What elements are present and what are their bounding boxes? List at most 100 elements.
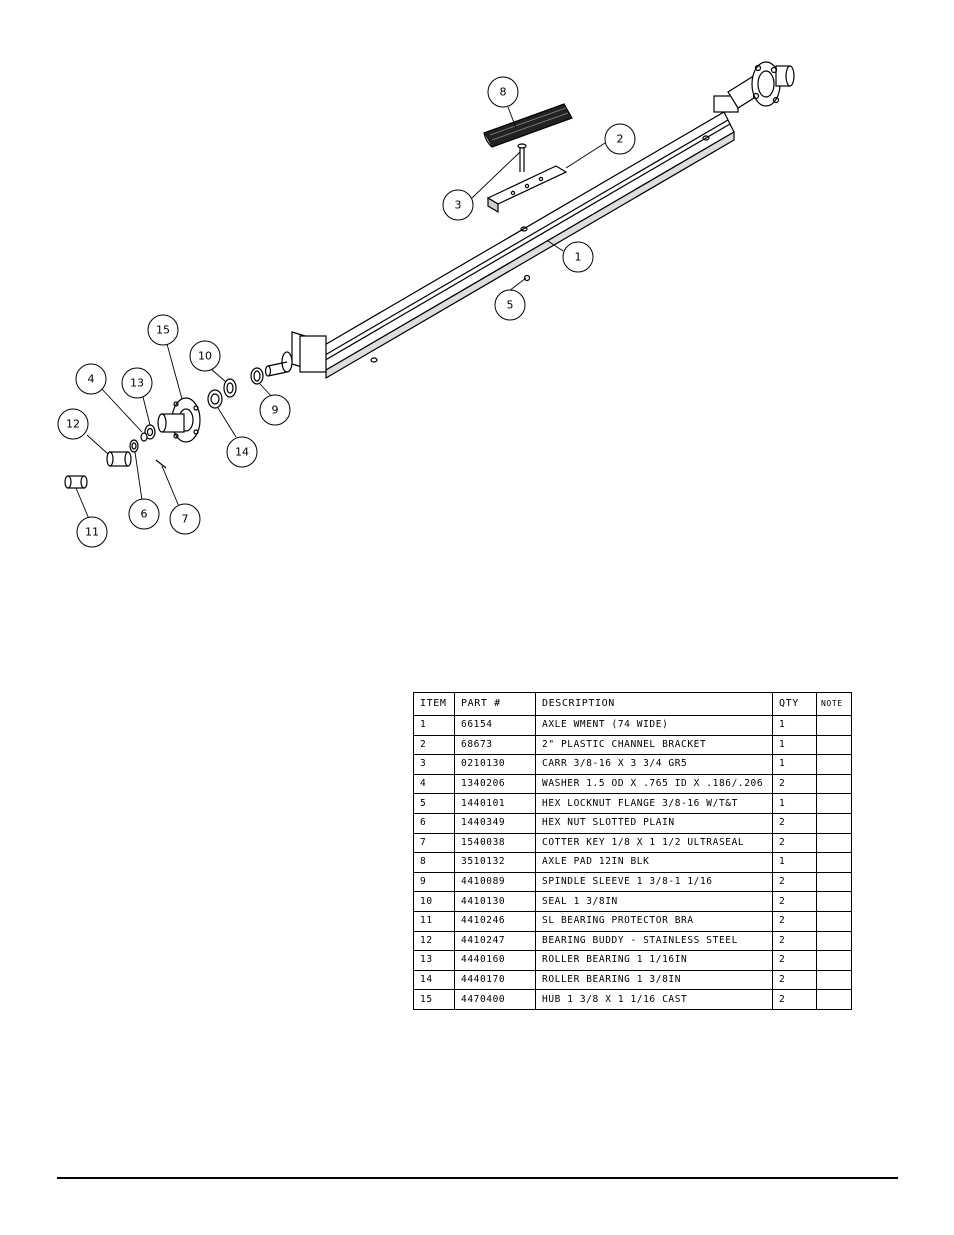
header-description: DESCRIPTION (535, 692, 773, 716)
cell-note (816, 773, 852, 795)
cell-item: 15 (413, 989, 455, 1010)
cell-item: 13 (413, 950, 455, 971)
callout-label-14: 14 (235, 446, 249, 459)
cell-item: 2 (413, 734, 455, 756)
cell-qty: 2 (772, 832, 817, 854)
cell-part: 1440349 (454, 812, 536, 834)
washer (140, 432, 148, 442)
cell-note (816, 812, 852, 834)
cell-part: 4410246 (454, 910, 536, 932)
carriage-bolt (517, 143, 527, 172)
cell-item: 10 (413, 891, 455, 912)
hub (157, 397, 201, 443)
right-hub-assembly (713, 61, 795, 113)
header-qty: QTY (772, 692, 817, 716)
cell-item: 12 (413, 930, 455, 952)
axle-tube (315, 111, 735, 380)
callout-label-6: 6 (141, 508, 148, 521)
callout-7 (169, 503, 201, 535)
callout-1 (562, 241, 594, 273)
cell-note (816, 891, 852, 912)
callout-label-5: 5 (507, 299, 514, 312)
cell-part: 4410130 (454, 891, 536, 912)
cell-part: 1440101 (454, 793, 536, 814)
callout-label-3: 3 (455, 199, 462, 212)
header-part: PART # (454, 692, 536, 716)
cell-qty: 2 (772, 989, 817, 1010)
cell-item: 3 (413, 754, 455, 775)
cell-part: 1540038 (454, 832, 536, 854)
callout-8 (487, 76, 519, 108)
seal (223, 378, 237, 398)
cell-part: 4470400 (454, 989, 536, 1010)
cell-description: AXLE WMENT (74 WIDE) (535, 715, 773, 736)
cell-note (816, 754, 852, 775)
cell-qty: 2 (772, 891, 817, 912)
cell-description: HEX NUT SLOTTED PLAIN (535, 812, 773, 834)
cell-qty: 2 (772, 930, 817, 952)
cell-qty: 1 (772, 734, 817, 756)
bearing-buddy (106, 451, 132, 467)
cell-qty: 2 (772, 773, 817, 795)
cell-item: 14 (413, 969, 455, 991)
callout-9 (259, 394, 291, 426)
cell-description: WASHER 1.5 OD X .765 ID X .186/.206 (535, 773, 773, 795)
cell-part: 4410247 (454, 930, 536, 952)
locknut (523, 274, 531, 282)
callout-5 (494, 289, 526, 321)
cell-qty: 1 (772, 852, 817, 873)
callout-label-15: 15 (156, 324, 170, 337)
callout-label-11: 11 (85, 526, 99, 539)
cell-qty: 2 (772, 812, 817, 834)
cotter-key (155, 459, 167, 469)
callout-15 (147, 314, 179, 346)
cell-description: COTTER KEY 1/8 X 1 1/2 ULTRASEAL (535, 832, 773, 854)
callout-label-7: 7 (182, 513, 189, 526)
cell-note (816, 734, 852, 756)
cell-description: AXLE PAD 12IN BLK (535, 852, 773, 873)
callout-label-1: 1 (575, 251, 582, 264)
cell-qty: 2 (772, 969, 817, 991)
axle-pad (483, 103, 573, 148)
callout-10 (189, 340, 221, 372)
cell-part: 0210130 (454, 754, 536, 775)
cell-description: ROLLER BEARING 1 1/16IN (535, 950, 773, 971)
callout-11 (76, 516, 108, 548)
cell-description: SPINDLE SLEEVE 1 3/8-1 1/16 (535, 871, 773, 893)
cell-part: 66154 (454, 715, 536, 736)
header-note: NOTE (816, 692, 852, 716)
cell-item: 5 (413, 793, 455, 814)
cell-item: 4 (413, 773, 455, 795)
left-spindle (264, 331, 327, 377)
footer-rule (57, 1177, 898, 1179)
cell-part: 4440170 (454, 969, 536, 991)
cell-item: 1 (413, 715, 455, 736)
callout-4 (75, 363, 107, 395)
cell-description: ROLLER BEARING 1 3/8IN (535, 969, 773, 991)
header-item: ITEM (413, 692, 455, 716)
cell-description: 2" PLASTIC CHANNEL BRACKET (535, 734, 773, 756)
cell-part: 3510132 (454, 852, 536, 873)
cell-note (816, 871, 852, 893)
callout-label-9: 9 (272, 404, 279, 417)
cell-qty: 1 (772, 715, 817, 736)
callout-label-8: 8 (500, 86, 507, 99)
cell-part: 68673 (454, 734, 536, 756)
cell-description: SL BEARING PROTECTOR BRA (535, 910, 773, 932)
cell-qty: 2 (772, 910, 817, 932)
cell-item: 6 (413, 812, 455, 834)
roller-bearing-large (207, 389, 223, 409)
spindle-sleeve (250, 367, 264, 385)
